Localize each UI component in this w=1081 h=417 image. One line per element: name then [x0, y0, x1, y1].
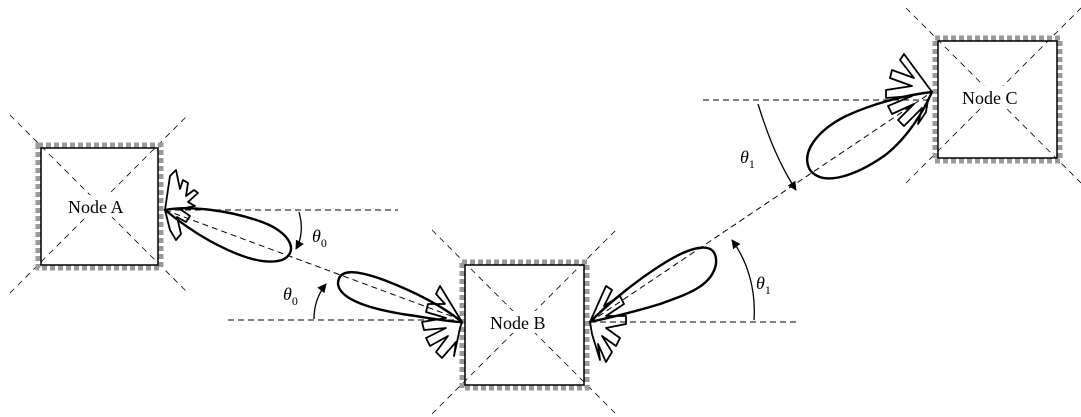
- side-lobes: [421, 285, 463, 359]
- node-a-box: [40, 147, 159, 266]
- node-a-box-shadow: [35, 142, 164, 271]
- main-lobe: [588, 246, 718, 324]
- node-a-label: Node A: [68, 197, 124, 217]
- beam-pattern-node-b-left: [336, 271, 464, 359]
- angle-label-theta1-node-c: θ1: [740, 147, 755, 171]
- node-a: Node A: [9, 114, 189, 294]
- node-b-box-shadow: [459, 259, 590, 391]
- side-lobes: [885, 53, 933, 127]
- node-b-label: Node B: [490, 313, 546, 333]
- link-line-a-b: [164, 209, 463, 321]
- node-c-box-shadow: [932, 35, 1063, 164]
- node-b-box: [464, 264, 585, 386]
- main-lobe: [336, 271, 464, 324]
- main-lobe: [163, 207, 293, 263]
- link-line-b-c: [589, 91, 933, 323]
- side-lobes: [164, 169, 199, 241]
- node-c: Node C: [905, 7, 1081, 184]
- angle-label-theta0-node-a: θ0: [312, 226, 327, 250]
- node-c-label: Node C: [962, 88, 1018, 108]
- side-lobes: [589, 285, 627, 363]
- angle-label-theta0-node-b: θ0: [283, 284, 298, 308]
- beam-pattern-node-c: [806, 53, 934, 180]
- beam-pattern-node-b-right: [588, 246, 718, 363]
- main-lobe: [806, 90, 934, 180]
- angle-label-theta1-node-b: θ1: [756, 273, 771, 297]
- angle-arc-theta1-node-b: [731, 239, 755, 321]
- node-b: Node B: [431, 229, 617, 415]
- angle-arc-theta0-node-b: [313, 283, 327, 320]
- node-c-box: [937, 40, 1058, 159]
- beam-pattern-node-a: [163, 169, 293, 263]
- angle-arc-theta1-node-c: [757, 103, 797, 191]
- angle-arc-theta0-node-a: [295, 211, 304, 250]
